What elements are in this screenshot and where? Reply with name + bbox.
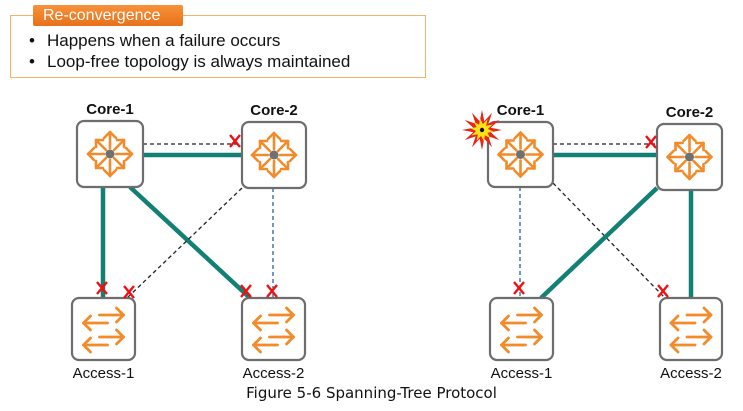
bullet-item: Happens when a failure occurs bbox=[27, 30, 350, 51]
blocked-link-core1-access2 bbox=[552, 182, 666, 299]
node-label: Core-2 bbox=[666, 104, 714, 121]
bullet-item: Loop-free topology is always maintained bbox=[27, 51, 350, 72]
device-box bbox=[488, 296, 555, 362]
access-switch-access1: Access-1 bbox=[70, 296, 137, 382]
node-label: Access-1 bbox=[73, 365, 135, 382]
blocked-port-x-icon bbox=[657, 284, 669, 298]
blocked-port-x-icon bbox=[513, 281, 525, 295]
access-switch-access2: Access-2 bbox=[240, 296, 307, 382]
blocked-port-x-icon bbox=[240, 284, 252, 298]
node-label: Core-1 bbox=[86, 101, 134, 118]
reconvergence-info-box bbox=[10, 15, 426, 78]
node-label: Core-2 bbox=[250, 102, 298, 119]
device-box bbox=[240, 296, 307, 362]
core-switch-core2: Core-2 bbox=[240, 102, 308, 190]
device-box bbox=[70, 296, 137, 362]
node-label: Core-1 bbox=[497, 102, 545, 119]
blocked-port-x-icon bbox=[123, 285, 135, 299]
access-switch-access1: Access-1 bbox=[488, 296, 555, 382]
bullet-list: Happens when a failure occurs Loop-free … bbox=[27, 30, 350, 72]
blocked-port-x-icon bbox=[96, 281, 108, 295]
node-label: Access-1 bbox=[491, 365, 553, 382]
reconvergence-title: Re-convergence bbox=[33, 5, 183, 26]
blocked-port-x-icon bbox=[266, 284, 278, 298]
node-label: Access-2 bbox=[243, 365, 305, 382]
core-switch-core1: Core-1 bbox=[486, 102, 555, 189]
blocked-port-x-icon bbox=[229, 134, 241, 148]
core-switch-core2: Core-2 bbox=[655, 104, 724, 192]
device-box bbox=[658, 296, 724, 362]
blocked-port-x-icon bbox=[645, 135, 657, 149]
blocked-link-core2-access1 bbox=[126, 187, 243, 299]
core-switch-core1: Core-1 bbox=[75, 101, 145, 189]
failure-explosion-icon bbox=[462, 110, 502, 150]
figure-caption: Figure 5-6 Spanning-Tree Protocol bbox=[246, 384, 497, 402]
access-switch-access2: Access-2 bbox=[658, 296, 724, 382]
forwarding-link-core2-access1 bbox=[539, 186, 659, 300]
forwarding-link-core1-access2 bbox=[128, 185, 252, 300]
node-label: Access-2 bbox=[660, 365, 722, 382]
